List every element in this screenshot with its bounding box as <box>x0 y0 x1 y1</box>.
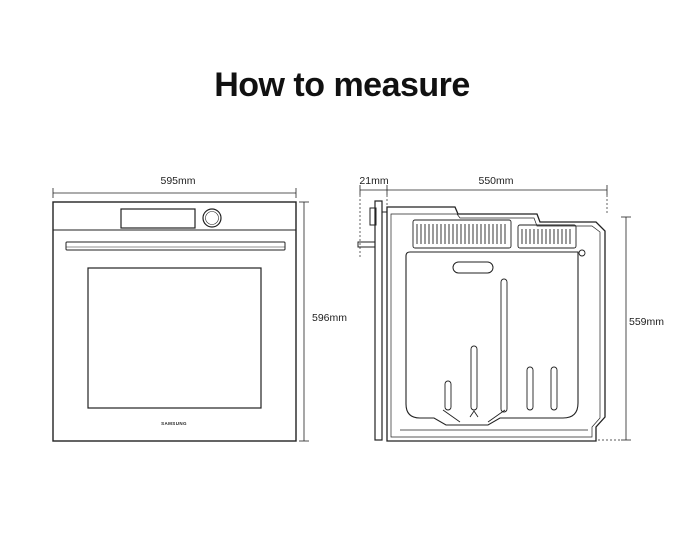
shelf-runner <box>550 366 558 411</box>
shelf-runner <box>500 278 508 413</box>
vent-grille-left <box>412 219 512 249</box>
shelf-runner <box>470 345 478 411</box>
cavity-panel <box>405 251 579 426</box>
front-depth-label: 21mm <box>359 175 388 187</box>
screw-icon <box>578 249 586 257</box>
depth-label: 550mm <box>478 175 513 187</box>
front-height-label: 596mm <box>312 312 347 324</box>
front-width-dimension: 595mm <box>52 175 297 198</box>
shelf-runner <box>526 366 534 411</box>
front-height-dimension: 596mm <box>299 201 347 442</box>
brand-logo: SAMSUNG <box>161 421 187 426</box>
front-view: 595mm 596mm SAMSUNG <box>52 175 347 442</box>
control-knob-icon <box>202 208 222 228</box>
side-view: 21mm 550mm 559mm <box>357 175 664 442</box>
display-panel <box>120 208 196 229</box>
oven-window <box>87 267 262 409</box>
door-handle-side <box>357 241 376 248</box>
vent-grille-right <box>517 224 577 249</box>
shelf-runner <box>444 380 452 411</box>
oven-front-body <box>52 201 297 442</box>
front-width-label: 595mm <box>160 175 195 187</box>
side-height-dimension: 559mm <box>598 216 664 441</box>
door-handle <box>65 241 286 251</box>
door-hinge <box>369 207 377 226</box>
side-depth-dimension: 21mm 550mm <box>359 175 608 258</box>
side-height-label: 559mm <box>629 316 664 328</box>
center-marker <box>469 410 479 418</box>
page-title: How to measure <box>214 66 470 104</box>
bottom-rail <box>442 409 506 423</box>
cavity-slot <box>452 261 494 274</box>
door-plate <box>374 200 383 441</box>
oven-side-body <box>386 206 606 442</box>
